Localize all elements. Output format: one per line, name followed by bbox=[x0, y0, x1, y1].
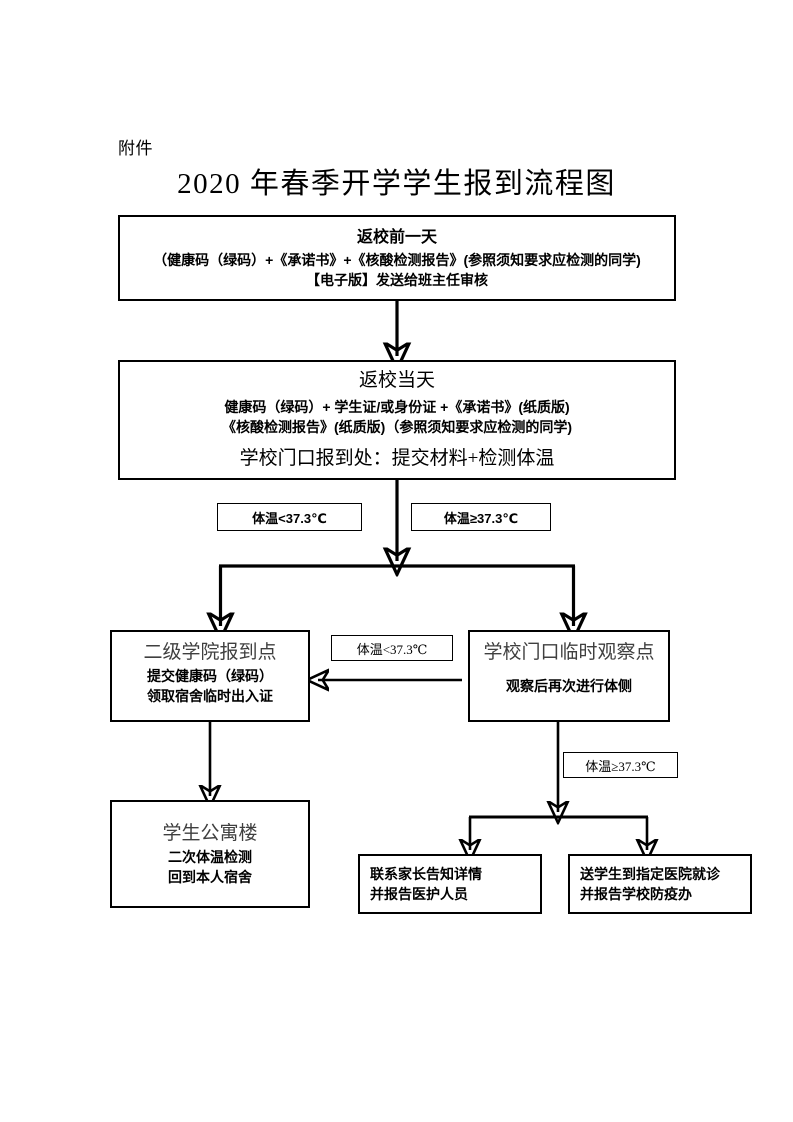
box-line-1: 送学生到指定医院就诊 bbox=[580, 866, 720, 882]
condition-text: 体温<37.3℃ bbox=[252, 510, 327, 526]
condition-label-temp-low-mid: 体温<37.3℃ bbox=[331, 635, 453, 661]
box-heading: 返校当天 bbox=[358, 370, 435, 391]
box-heading: 学校门口临时观察点 bbox=[483, 642, 655, 663]
flow-box-pre-return-day: 返校前一天 （健康码（绿码）+《承诺书》+《核酸检测报告》(参照须知要求应检测的… bbox=[118, 215, 676, 301]
condition-text: 体温≥37.3℃ bbox=[443, 510, 519, 526]
flow-box-contact-parents: 联系家长告知详情 并报告医护人员 bbox=[358, 854, 542, 914]
box-line-3: 【电子版】发送给班主任审核 bbox=[306, 272, 488, 288]
box-line-2: 健康码（绿码）+ 学生证/或身份证 +《承诺书》(纸质版) bbox=[224, 399, 570, 415]
box-line-4: 学校门口报到处：提交材料+检测体温 bbox=[239, 448, 555, 469]
box-heading: 返校前一天 bbox=[356, 229, 437, 246]
page-title: 2020 年春季开学学生报到流程图 bbox=[177, 168, 616, 200]
box-line-3: 《核酸检测报告》(纸质版)（参照须知要求应检测的同学) bbox=[222, 419, 572, 435]
flow-box-gate-observation: 学校门口临时观察点 观察后再次进行体侧 bbox=[468, 630, 670, 722]
attachment-label: 附件 bbox=[118, 139, 153, 158]
condition-label-temp-high-lower: 体温≥37.3℃ bbox=[563, 752, 678, 778]
box-line-3: 领取宿舍临时出入证 bbox=[147, 688, 273, 704]
box-heading: 二级学院报到点 bbox=[143, 642, 277, 663]
condition-label-temp-high-top: 体温≥37.3℃ bbox=[411, 503, 551, 531]
flow-box-send-to-hospital: 送学生到指定医院就诊 并报告学校防疫办 bbox=[568, 854, 752, 914]
box-line-2: 并报告学校防疫办 bbox=[580, 886, 692, 902]
flow-box-college-checkin: 二级学院报到点 提交健康码（绿码） 领取宿舍临时出入证 bbox=[110, 630, 310, 722]
condition-label-temp-low-top: 体温<37.3℃ bbox=[217, 503, 362, 531]
box-line-2: （健康码（绿码）+《承诺书》+《核酸检测报告》(参照须知要求应检测的同学) bbox=[153, 252, 641, 268]
flow-box-student-dormitory: 学生公寓楼 二次体温检测 回到本人宿舍 bbox=[110, 800, 310, 908]
condition-text: 体温≥37.3℃ bbox=[585, 758, 656, 774]
box-line-2: 并报告医护人员 bbox=[370, 886, 468, 902]
box-line-2: 观察后再次进行体侧 bbox=[506, 678, 632, 694]
box-line-3: 回到本人宿舍 bbox=[168, 869, 252, 885]
condition-text: 体温<37.3℃ bbox=[356, 641, 428, 657]
box-line-2: 二次体温检测 bbox=[168, 849, 252, 865]
box-line-2: 提交健康码（绿码） bbox=[147, 668, 273, 684]
box-line-1: 联系家长告知详情 bbox=[370, 866, 482, 882]
box-heading: 学生公寓楼 bbox=[162, 823, 258, 844]
flow-box-return-day: 返校当天 健康码（绿码）+ 学生证/或身份证 +《承诺书》(纸质版) 《核酸检测… bbox=[118, 360, 676, 480]
